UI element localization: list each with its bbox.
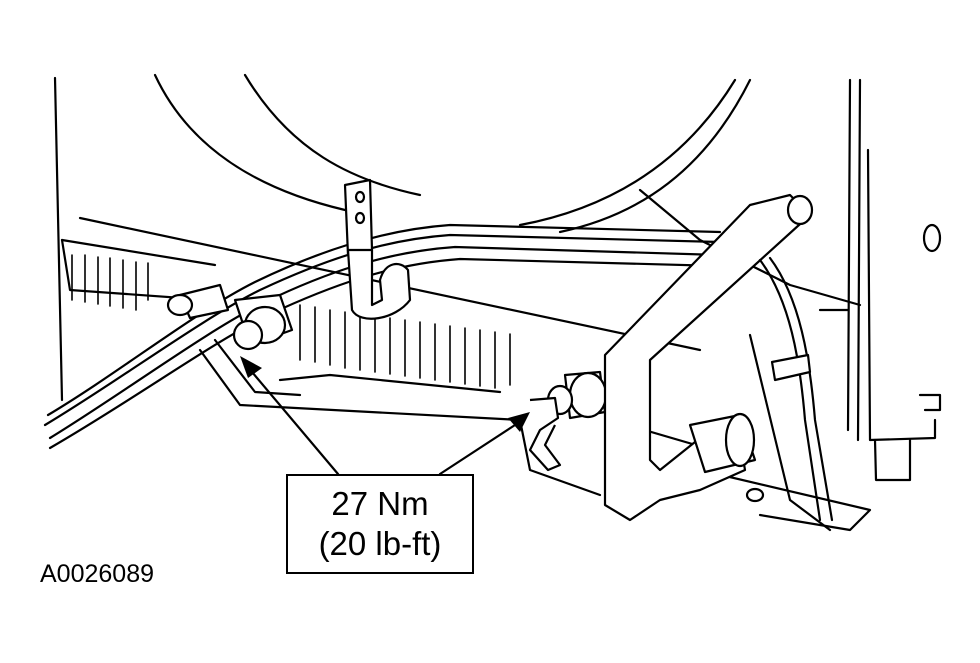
radiator-fins (71, 254, 511, 389)
torque-callout-box: 27 Nm (20 lb-ft) (286, 474, 474, 574)
torque-imperial-label: (20 lb-ft) (318, 525, 442, 562)
figure-id-label: A0026089 (40, 560, 155, 588)
left-fitting (166, 283, 294, 351)
leader-arrows (240, 356, 530, 476)
right-arrowhead (508, 412, 530, 432)
left-arrowhead (240, 356, 262, 378)
torque-metric-label: 27 Nm (331, 485, 429, 522)
line-clip (343, 178, 412, 320)
right-line-bundle (748, 256, 834, 532)
radiator-hose (603, 193, 814, 522)
fan-shroud (153, 73, 862, 307)
right-fitting (528, 370, 608, 472)
